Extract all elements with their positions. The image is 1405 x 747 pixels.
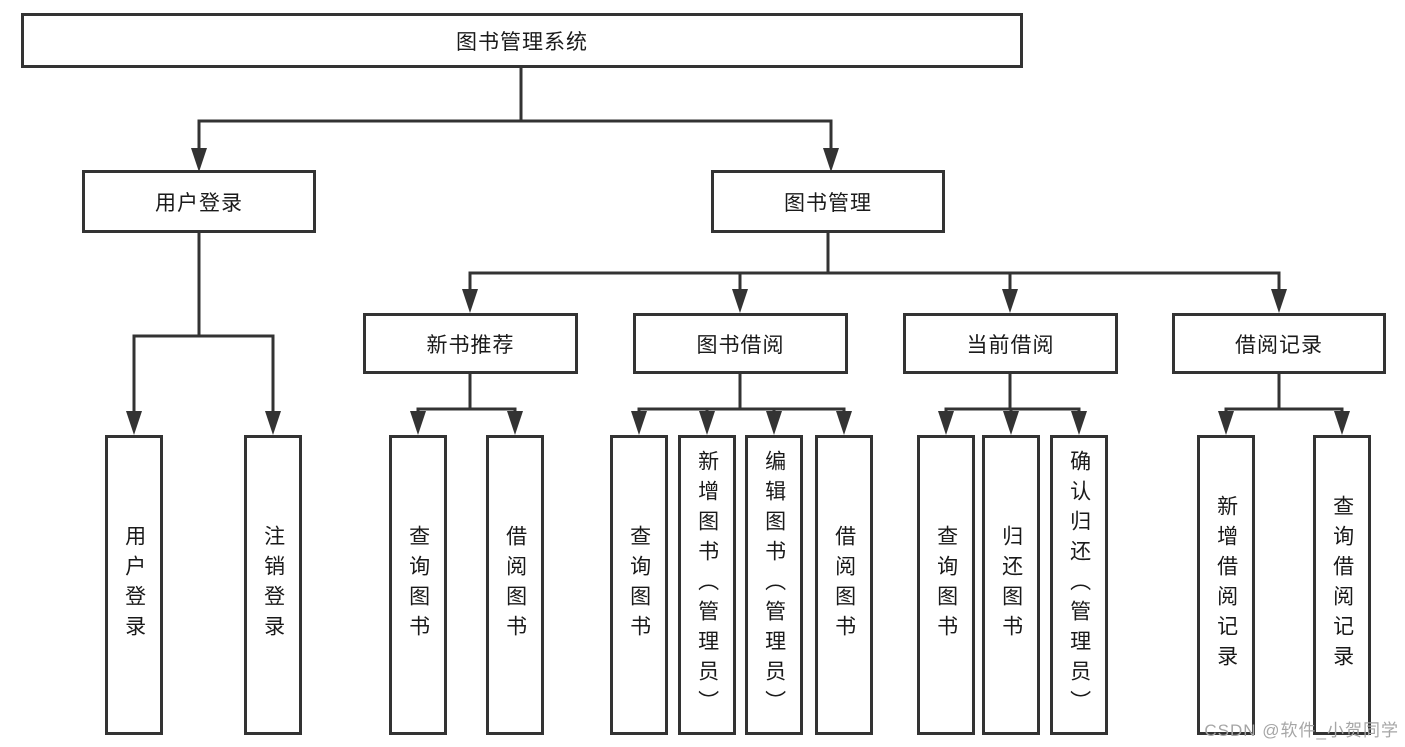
leaf-query-books-borrow: 查询图书 (610, 435, 668, 735)
leaf-query-borrow-record: 查询借阅记录 (1313, 435, 1371, 735)
node-book-borrow: 图书借阅 (633, 313, 848, 374)
leaf-edit-books-admin: 编辑图书（管理员） (745, 435, 803, 735)
node-current-borrow-label: 当前借阅 (966, 333, 1055, 357)
node-borrow-records: 借阅记录 (1172, 313, 1386, 374)
leaf-return-books: 归还图书 (982, 435, 1040, 735)
node-book-borrow-label: 图书借阅 (696, 333, 785, 357)
leaf-add-books-admin-label: 新增图书（管理员） (695, 450, 719, 720)
node-root-label: 图书管理系统 (456, 30, 588, 54)
node-book-management-label: 图书管理 (784, 191, 872, 215)
leaf-confirm-return-admin: 确认归还（管理员） (1050, 435, 1108, 735)
leaf-logout-label: 注销登录 (261, 525, 285, 645)
node-book-management: 图书管理 (711, 170, 945, 233)
leaf-borrow-books: 借阅图书 (815, 435, 873, 735)
leaf-add-books-admin: 新增图书（管理员） (678, 435, 736, 735)
leaf-borrow-books-recommend-label: 借阅图书 (503, 525, 527, 645)
leaf-query-books-borrow-label: 查询图书 (627, 525, 651, 645)
node-user-login: 用户登录 (82, 170, 316, 233)
leaf-add-borrow-record-label: 新增借阅记录 (1214, 495, 1238, 675)
leaf-edit-books-admin-label: 编辑图书（管理员） (762, 450, 786, 720)
node-user-login-label: 用户登录 (155, 191, 243, 215)
node-new-book-recommend-label: 新书推荐 (426, 333, 515, 357)
leaf-add-borrow-record: 新增借阅记录 (1197, 435, 1255, 735)
leaf-return-books-label: 归还图书 (999, 525, 1023, 645)
leaf-borrow-books-recommend: 借阅图书 (486, 435, 544, 735)
leaf-query-books-current: 查询图书 (917, 435, 975, 735)
watermark: CSDN @软件_小贺同学 (1204, 721, 1399, 740)
leaf-logout: 注销登录 (244, 435, 302, 735)
node-root: 图书管理系统 (21, 13, 1023, 68)
leaf-confirm-return-admin-label: 确认归还（管理员） (1067, 450, 1091, 720)
leaf-query-books-current-label: 查询图书 (934, 525, 958, 645)
leaf-query-borrow-record-label: 查询借阅记录 (1330, 495, 1354, 675)
leaf-borrow-books-label: 借阅图书 (832, 525, 856, 645)
node-borrow-records-label: 借阅记录 (1235, 333, 1323, 357)
leaf-query-books-recommend-label: 查询图书 (406, 525, 430, 645)
node-new-book-recommend: 新书推荐 (363, 313, 578, 374)
node-current-borrow: 当前借阅 (903, 313, 1118, 374)
leaf-user-login-label: 用户登录 (122, 525, 146, 645)
leaf-query-books-recommend: 查询图书 (389, 435, 447, 735)
leaf-user-login: 用户登录 (105, 435, 163, 735)
